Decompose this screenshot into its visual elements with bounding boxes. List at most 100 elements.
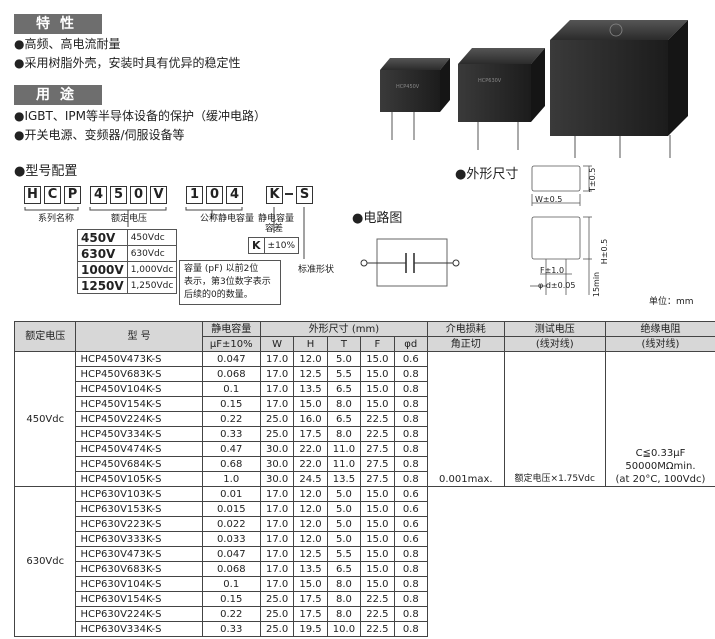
t-cell: 11.0: [326, 456, 362, 472]
spec-table: 额定电压 型 号 静电容量 外形尺寸 (mm) 介电损耗 测试电压 绝缘电阻 μ…: [13, 321, 715, 637]
w-cell: 30.0: [259, 456, 295, 472]
d-dimension-label: φ d±0.05: [538, 281, 576, 290]
f-cell: 27.5: [360, 456, 395, 472]
th-insulation: 绝缘电阻: [604, 321, 715, 337]
code-box: 0: [130, 186, 147, 204]
h-cell: 17.5: [293, 591, 328, 607]
t-cell: 5.5: [326, 546, 362, 562]
f-cell: 27.5: [360, 441, 395, 457]
note-line: 容量 (pF) 以前2位: [184, 264, 259, 274]
capacitance-cell: 0.047: [201, 546, 261, 562]
th-h: H: [293, 336, 328, 352]
model-cell: HCP630V683K-S: [75, 561, 203, 577]
header-row: 额定电压 型 号 静电容量 外形尺寸 (mm) 介电损耗 测试电压 绝缘电阻: [13, 321, 715, 352]
w-cell: 17.0: [259, 546, 295, 562]
voltage-value: 1,000Vdc: [126, 261, 178, 278]
code-box: C: [44, 186, 61, 204]
code-dash: [285, 193, 293, 195]
capacitance-cell: 0.015: [201, 501, 261, 517]
capacitance-cell: 0.22: [201, 411, 261, 427]
usage-item: ●开关电源、变频器/伺服设备等: [14, 128, 185, 142]
feature-item: ●采用树脂外壳，安装时具有优异的稳定性: [14, 56, 241, 70]
dimensions-title: ●外形尺寸: [455, 167, 519, 182]
features-header: 特性: [14, 14, 102, 34]
f-dimension-label: F±1.0: [540, 266, 565, 275]
voltage-code: 1250V: [77, 277, 128, 294]
model-cell: HCP450V683K-S: [75, 366, 203, 382]
th-test-voltage: 测试电压: [503, 321, 606, 337]
d-cell: 0.8: [393, 576, 428, 592]
capacitance-cell: 0.068: [201, 561, 261, 577]
h-cell: 17.5: [293, 606, 328, 622]
model-code-boxes: H C P 4 5 0 V 1 0 4 K S: [24, 186, 324, 206]
voltage-code: 450V: [77, 229, 128, 246]
th-dimensions: 外形尺寸 (mm): [259, 321, 428, 337]
t-cell: 6.5: [326, 561, 362, 577]
d-cell: 0.8: [393, 456, 428, 472]
model-cell: HCP450V684K-S: [75, 456, 203, 472]
w-cell: 25.0: [259, 606, 295, 622]
f-cell: 15.0: [360, 561, 395, 577]
model-cell: HCP450V334K-S: [75, 426, 203, 442]
code-box: 4: [226, 186, 243, 204]
capacitance-cell: 0.15: [201, 396, 261, 412]
model-cell: HCP630V334K-S: [75, 621, 203, 637]
h-cell: 24.5: [293, 471, 328, 487]
f-cell: 22.5: [360, 411, 395, 427]
f-cell: 15.0: [360, 381, 395, 397]
code-brackets: [24, 207, 305, 259]
d-cell: 0.6: [393, 531, 428, 547]
th-loss: 介电损耗: [426, 321, 505, 337]
voltage-code: 1000V: [77, 261, 128, 278]
th-loss-2: 角正切: [426, 336, 505, 352]
label-series: 系列名称: [38, 214, 75, 224]
f-cell: 22.5: [360, 621, 395, 637]
model-cell: HCP630V224K-S: [75, 606, 203, 622]
model-cell: HCP630V103K-S: [75, 486, 203, 502]
code-box: P: [64, 186, 81, 204]
t-cell: 11.0: [326, 441, 362, 457]
code-box: S: [296, 186, 313, 204]
d-cell: 0.6: [393, 351, 428, 367]
t-cell: 5.0: [326, 486, 362, 502]
usage-item: ●IGBT、IPM等半导体设备的保护（缓冲电路）: [14, 109, 267, 123]
capacitor-medium-image: HCP630V: [458, 48, 545, 150]
model-cell: HCP630V154K-S: [75, 591, 203, 607]
h-cell: 12.0: [293, 351, 328, 367]
code-box: H: [24, 186, 41, 204]
t-cell: 5.0: [326, 351, 362, 367]
h-cell: 19.5: [293, 621, 328, 637]
f-cell: 22.5: [360, 606, 395, 622]
h-cell: 12.0: [293, 501, 328, 517]
w-cell: 25.0: [259, 426, 295, 442]
usage-header: 用途: [14, 85, 102, 105]
h-cell: 17.5: [293, 426, 328, 442]
model-cell: HCP630V333K-S: [75, 531, 203, 547]
f-cell: 15.0: [360, 576, 395, 592]
label-cap-tol: 静电容量: [258, 214, 295, 224]
h-dimension-label: H±0.5: [600, 238, 610, 265]
label-capacitance: 公称静电容量: [200, 214, 255, 224]
w-cell: 17.0: [259, 561, 295, 577]
d-cell: 0.8: [393, 396, 428, 412]
capacitor-small-image: HCP450V: [380, 58, 450, 140]
capacitor-large-image: [550, 20, 688, 158]
d-cell: 0.8: [393, 546, 428, 562]
th-t: T: [326, 336, 362, 352]
capacitance-cell: 1.0: [201, 471, 261, 487]
capacitance-note: 容量 (pF) 以前2位 表示，第3位数字表示 后续的0的数量。: [179, 260, 281, 305]
capacitance-cell: 0.01: [201, 486, 261, 502]
voltage-value: 450Vdc: [126, 229, 178, 246]
d-cell: 0.6: [393, 486, 428, 502]
code-box: 0: [206, 186, 223, 204]
circuit-diagram: [360, 238, 460, 287]
